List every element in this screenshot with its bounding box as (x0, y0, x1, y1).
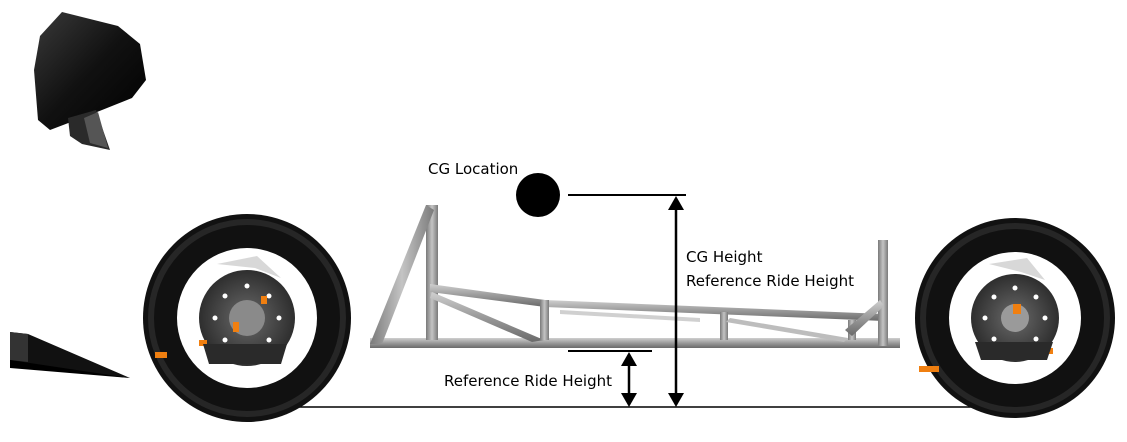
front-wheel-icon (143, 214, 351, 422)
cg-height-sublabel: Reference Ride Height (686, 272, 854, 290)
rear-wheel-icon (915, 218, 1115, 418)
ride-height-arrow (621, 352, 637, 407)
cg-height-arrow (668, 196, 684, 407)
front-wing-icon (10, 332, 130, 378)
cg-height-label: CG Height (686, 248, 763, 266)
helmet-icon (34, 12, 146, 150)
reference-ride-height-label: Reference Ride Height (444, 372, 612, 390)
chassis-frame (370, 205, 900, 348)
cg-dot-icon (516, 173, 560, 217)
cg-location-label: CG Location (428, 160, 518, 178)
